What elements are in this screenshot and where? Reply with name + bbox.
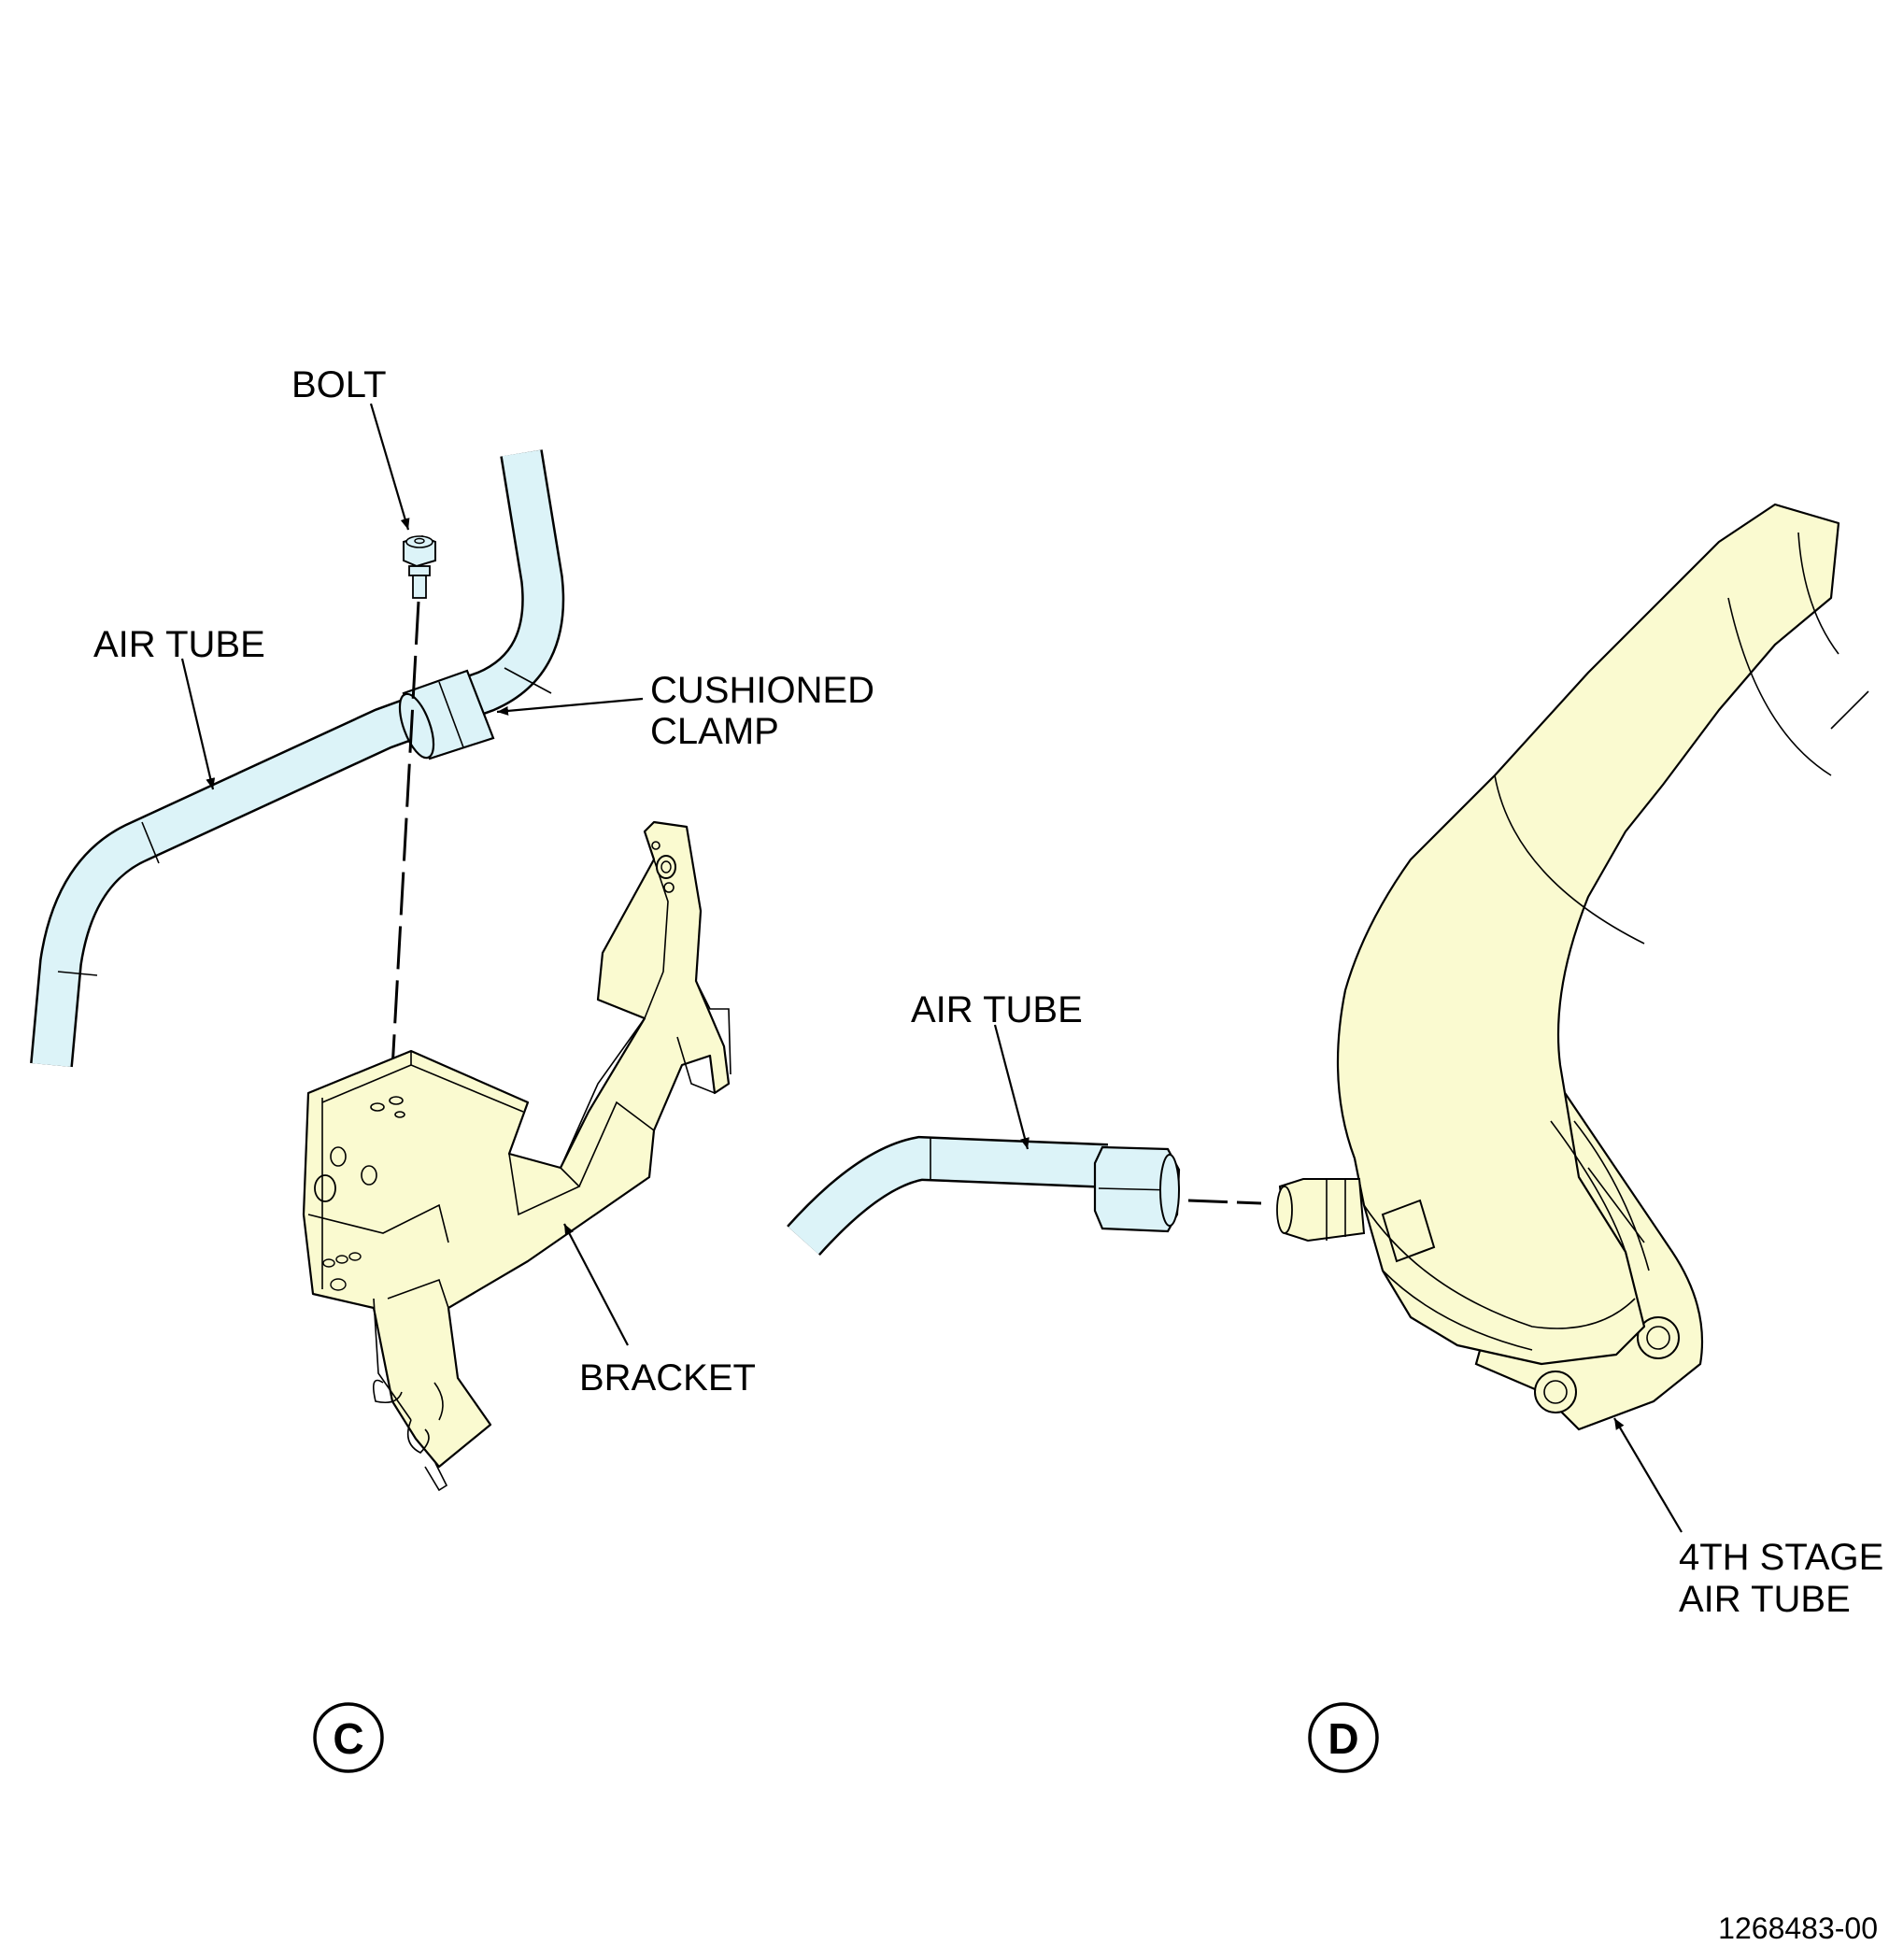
view-marker-d: D — [1308, 1702, 1379, 1773]
label-air-tube-d: AIR TUBE — [911, 989, 1083, 1030]
fourth-stage-air-tube — [1276, 503, 1869, 1431]
label-cushioned-clamp-2: CLAMP — [650, 711, 779, 752]
cushioned-clamp — [398, 669, 495, 760]
install-line-c — [389, 601, 420, 1103]
label-fourth-stage-2: AIR TUBE — [1679, 1579, 1851, 1620]
view-d: AIR TUBE 4TH STAGE AIR TUBE D — [787, 503, 1883, 1773]
leader-air-tube-d — [993, 1024, 1030, 1150]
figure-number: 1268483-00 — [1718, 1911, 1878, 1945]
leader-cushioned-clamp — [496, 697, 644, 716]
label-bracket: BRACKET — [579, 1357, 756, 1399]
leader-fourth-stage — [1613, 1417, 1683, 1533]
leader-bracket — [563, 1223, 629, 1346]
view-c: BOLT AIR TUBE CUSHIONED CLAMP BRACKET C — [30, 364, 874, 1773]
view-label-c: C — [333, 1714, 363, 1763]
view-marker-c: C — [313, 1702, 384, 1773]
label-bolt: BOLT — [291, 364, 387, 405]
leader-bolt — [369, 403, 410, 531]
view-label-d: D — [1328, 1714, 1358, 1763]
label-cushioned-clamp-1: CUSHIONED — [650, 670, 874, 711]
air-tube-c — [30, 449, 565, 1068]
label-air-tube-c: AIR TUBE — [93, 624, 265, 665]
bracket — [302, 820, 731, 1492]
air-tube-d — [787, 1135, 1181, 1257]
label-fourth-stage-1: 4TH STAGE — [1679, 1537, 1883, 1578]
bolt — [403, 534, 436, 599]
install-line-d — [1187, 1199, 1262, 1205]
leader-air-tube-c — [180, 658, 216, 790]
